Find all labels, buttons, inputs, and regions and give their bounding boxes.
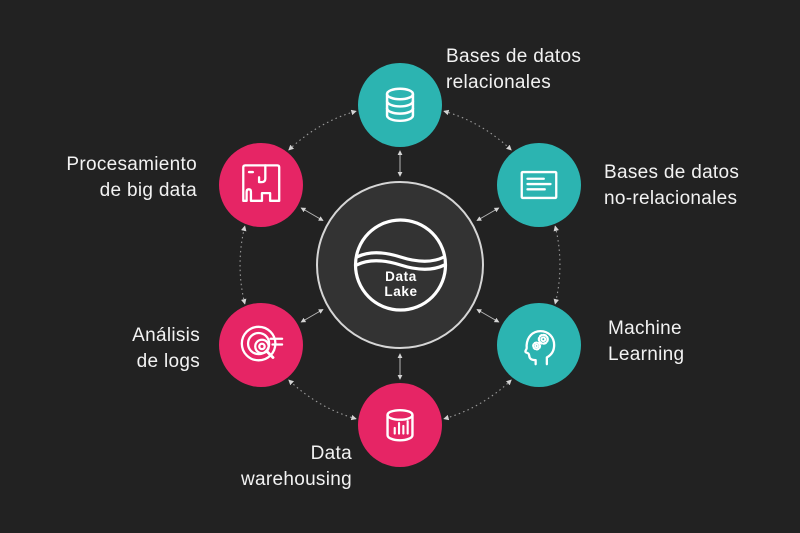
head-gears-icon [523, 329, 555, 366]
radial-arrows [300, 150, 500, 380]
label-big-data-processing: Procesamiento de big data [66, 154, 197, 201]
label-relational-databases: Bases de datos relacionales [446, 46, 582, 93]
label-log-analysis: Análisis de logs [132, 325, 200, 372]
node-data-warehousing [358, 383, 442, 467]
document-lines-icon [520, 170, 557, 200]
label-data-warehousing: Data warehousing [240, 443, 352, 490]
label-non-relational-databases: Bases de datos no-relacionales [604, 162, 740, 209]
elephant-icon [242, 164, 281, 202]
database-icon [385, 87, 415, 123]
label-machine-learning: Machine Learning [608, 318, 685, 365]
node-big-data-processing [219, 143, 304, 227]
node-non-relational-databases [496, 143, 581, 227]
target-magnifier-icon [241, 325, 284, 362]
outer-ring-arcs [239, 109, 561, 421]
node-machine-learning [496, 303, 581, 387]
data-lake-label: Data Lake [384, 269, 418, 299]
node-log-analysis [219, 303, 304, 387]
node-relational-databases [358, 63, 442, 147]
cylinder-barchart-icon [386, 408, 414, 442]
